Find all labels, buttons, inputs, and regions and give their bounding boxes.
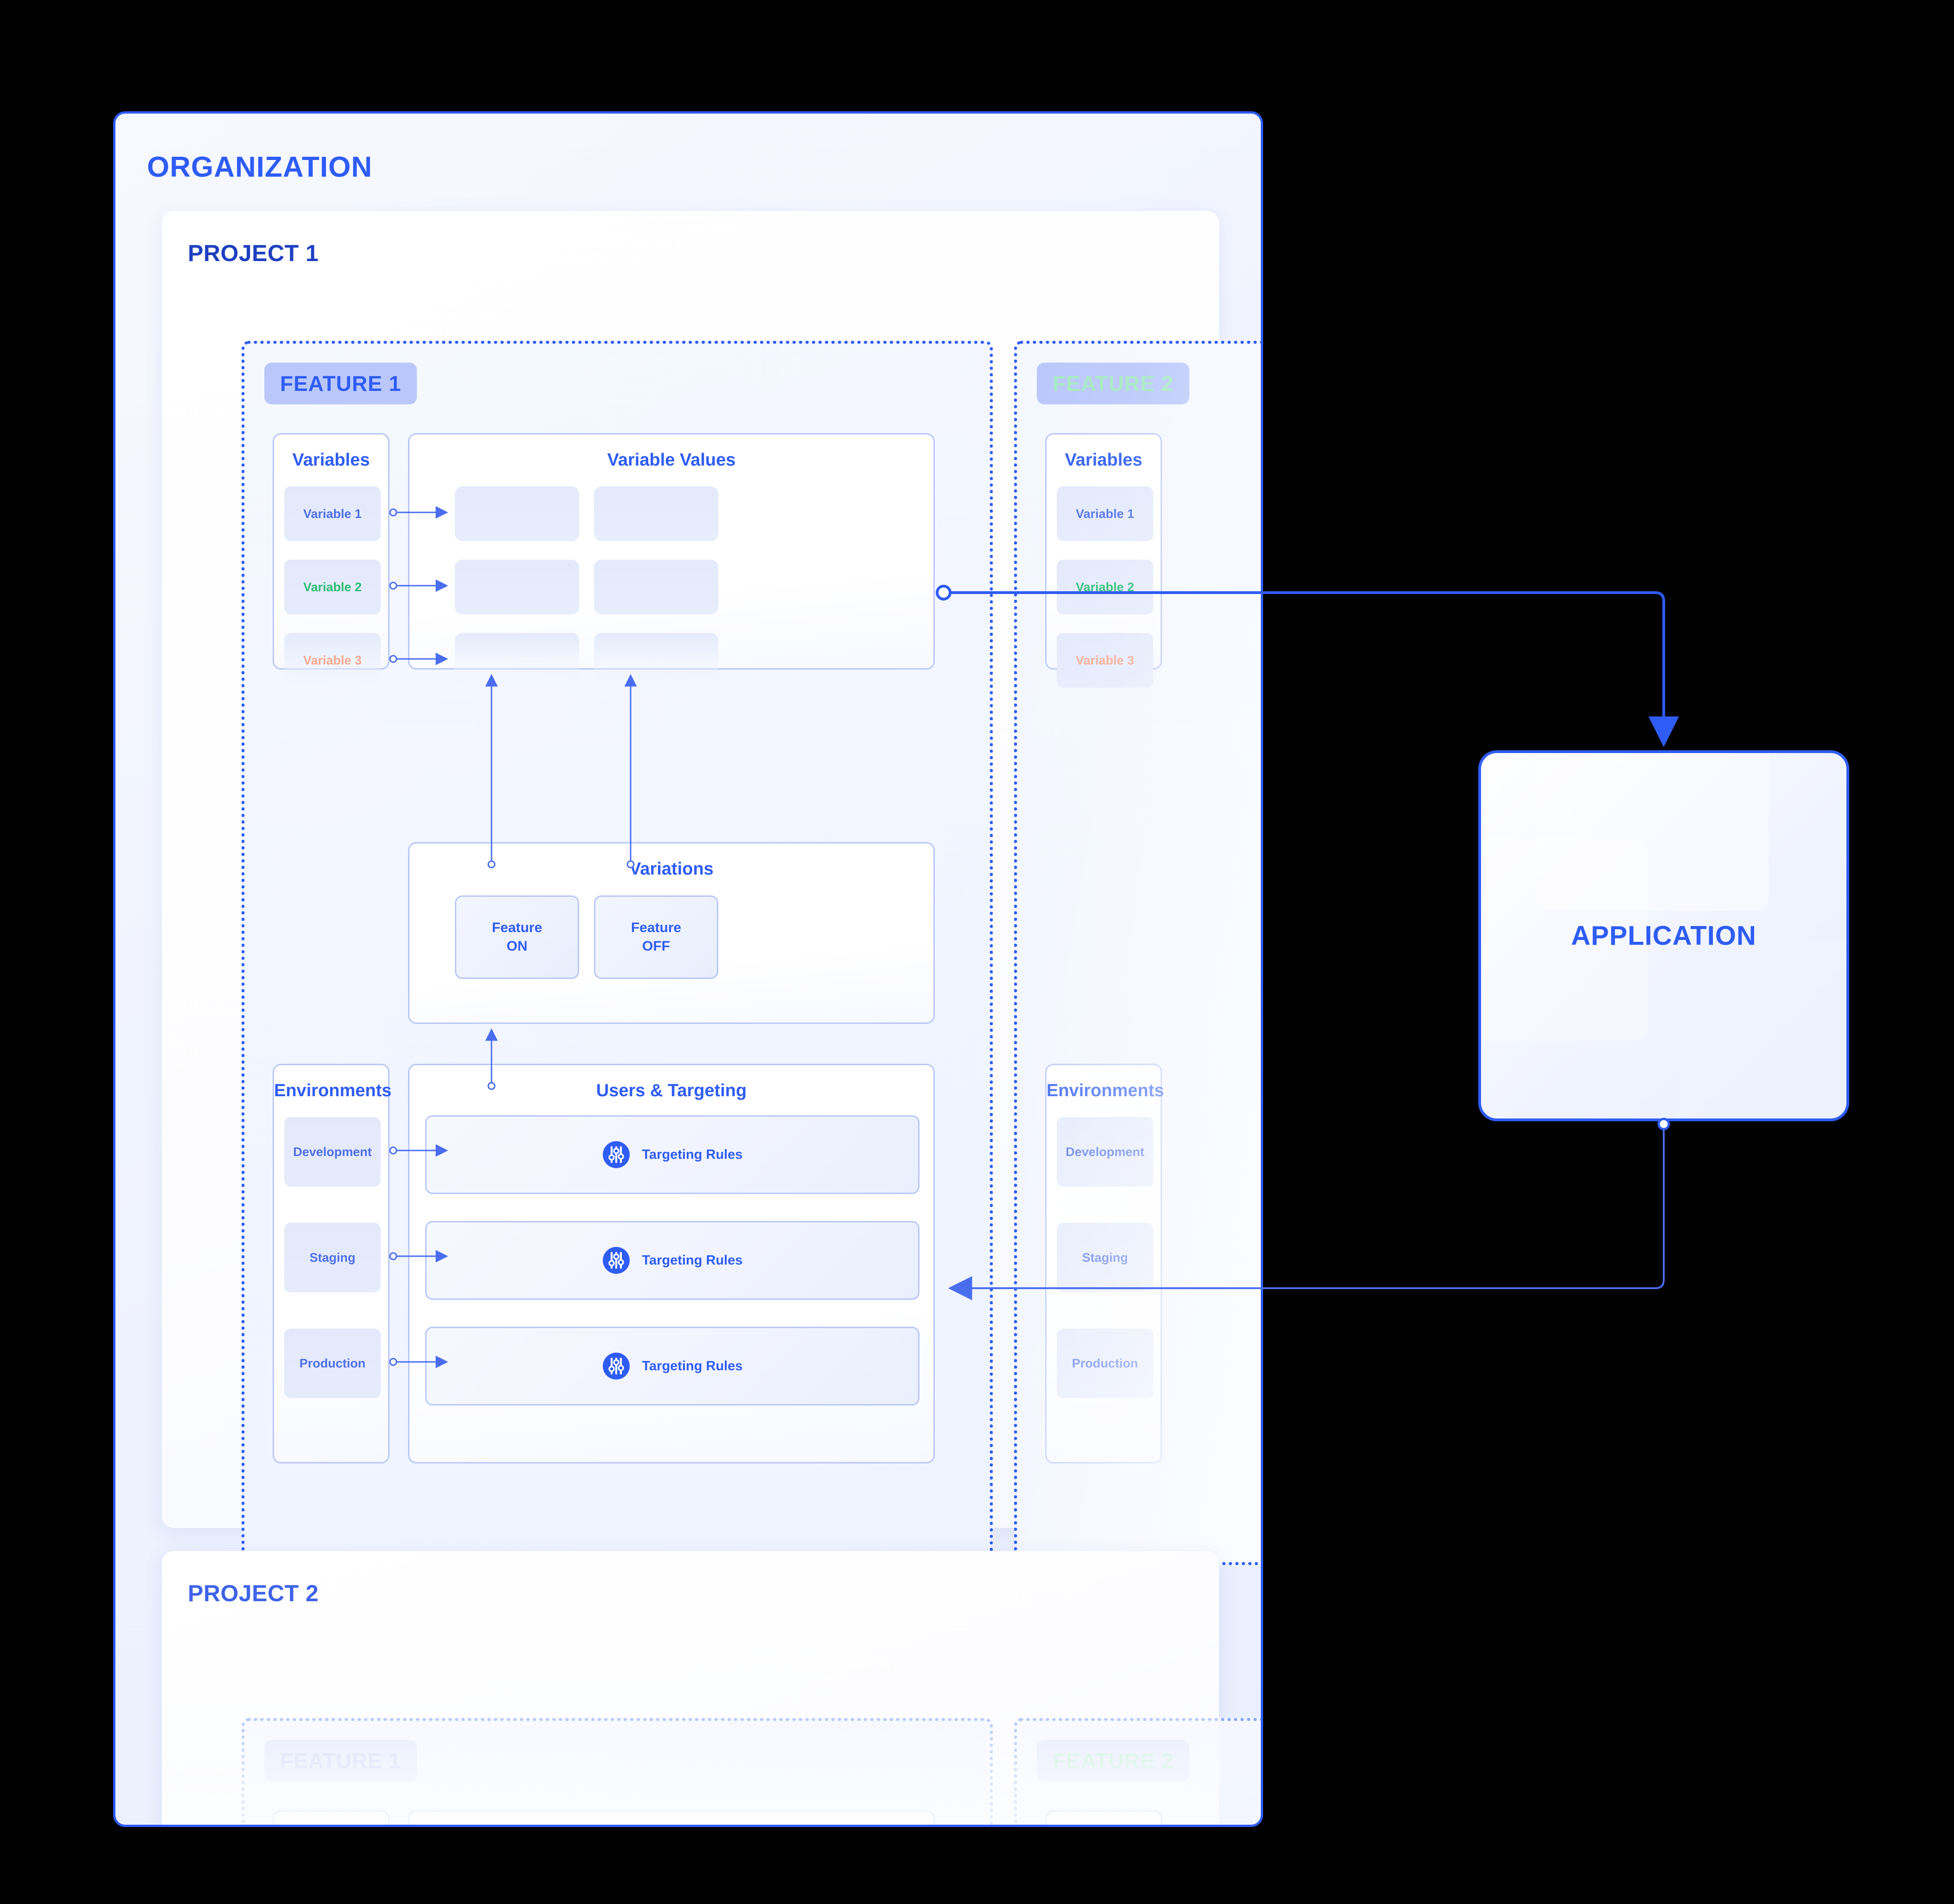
sliders-icon: [602, 1141, 630, 1169]
targeting-rule-label: Targeting Rules: [642, 1147, 743, 1162]
variable-values-panel: Variable Values: [408, 433, 935, 688]
variable-value-cell[interactable]: [455, 560, 579, 614]
project-2-feature-2-container: FEATURE 2: [1014, 1718, 1261, 1825]
project-2-feature-1-container: FEATURE 1: [242, 1718, 993, 1825]
variable-values-title: Variable Values: [607, 450, 736, 470]
feature-2-environments-panel: Environments Development Staging Product…: [1045, 1064, 1164, 1463]
feature-2-variables-panel: Variables Variable 1 Variable 2 Variable…: [1045, 433, 1162, 688]
variation-feature-on[interactable]: Feature ON: [455, 895, 579, 979]
project-2-feature-1-pill[interactable]: FEATURE 1: [264, 1740, 417, 1782]
variation-on-line2: ON: [506, 939, 528, 954]
targeting-rule-row[interactable]: Targeting Rules: [425, 1327, 920, 1406]
variable-3-chip[interactable]: Variable 3: [284, 633, 381, 688]
variation-off-line1: Feature: [631, 920, 682, 936]
targeting-rule-row[interactable]: Targeting Rules: [425, 1221, 920, 1300]
project-2-title: PROJECT 2: [188, 1580, 319, 1606]
feature-2-env-development-chip[interactable]: Development: [1057, 1117, 1153, 1187]
feature-2-env-staging-chip[interactable]: Staging: [1057, 1223, 1153, 1292]
project-2-feature-2-pill[interactable]: FEATURE 2: [1037, 1740, 1190, 1782]
variation-off-line2: OFF: [642, 939, 670, 954]
environments-panel: Environments Development Staging Product…: [273, 1064, 392, 1463]
feature-2-variable-2-chip[interactable]: Variable 2: [1057, 560, 1153, 614]
variable-value-cell[interactable]: [455, 633, 579, 688]
organization-card: ORGANIZATION PROJECT 1 FEATURE 2 Variabl…: [113, 111, 1263, 1827]
variables-panel: Variables Variable 1 Variable 2 Variable…: [273, 433, 390, 688]
project-2-card: PROJECT 2 FEATURE 1 FEATURE 2: [162, 1551, 1261, 1825]
feature-2-env-production-chip[interactable]: Production: [1057, 1329, 1153, 1398]
variable-value-cell[interactable]: [455, 486, 579, 541]
application-decor-shape: [1481, 837, 1648, 1041]
env-development-chip[interactable]: Development: [284, 1117, 381, 1187]
users-targeting-title: Users & Targeting: [596, 1081, 747, 1100]
users-targeting-panel: Users & Targeting: [408, 1064, 935, 1463]
targeting-rule-label: Targeting Rules: [642, 1252, 743, 1268]
variables-title: Variables: [292, 450, 370, 470]
feature-2-environments-title: Environments: [1047, 1081, 1164, 1100]
targeting-rule-label: Targeting Rules: [642, 1358, 743, 1374]
targeting-rule-row[interactable]: Targeting Rules: [425, 1115, 920, 1194]
project-2-f2-variables-panel: [1045, 1810, 1162, 1825]
feature-2-container: FEATURE 2 Variables Variable 1 Variable …: [1014, 341, 1261, 1565]
env-production-chip[interactable]: Production: [284, 1329, 381, 1398]
variation-on-line1: Feature: [492, 920, 543, 936]
feature-1-pill[interactable]: FEATURE 1: [264, 363, 417, 404]
variable-value-cell[interactable]: [594, 560, 718, 614]
feature-2-variable-1-chip[interactable]: Variable 1: [1057, 486, 1153, 541]
application-title: APPLICATION: [1571, 920, 1756, 951]
feature-2-variables-title: Variables: [1065, 450, 1143, 470]
project-2-f1-values-panel: [408, 1810, 935, 1825]
application-decor-shape: [1537, 753, 1769, 911]
feature-1-connectors: [389, 506, 637, 1368]
feature-2-pill[interactable]: FEATURE 2: [1037, 363, 1190, 404]
feature-2-variable-3-chip[interactable]: Variable 3: [1057, 633, 1153, 688]
variable-1-chip[interactable]: Variable 1: [284, 486, 381, 541]
variation-feature-off[interactable]: Feature OFF: [594, 895, 718, 979]
project-1-card: PROJECT 1 FEATURE 2 Variables Variable 1…: [162, 211, 1261, 1565]
variations-title: Variations: [629, 859, 714, 879]
env-staging-chip[interactable]: Staging: [284, 1223, 381, 1292]
variable-value-cell[interactable]: [594, 633, 718, 688]
variable-2-chip[interactable]: Variable 2: [284, 560, 381, 614]
variable-value-cell[interactable]: [594, 486, 718, 541]
organization-title: ORGANIZATION: [147, 151, 373, 183]
sliders-icon: [602, 1246, 630, 1274]
application-card: APPLICATION: [1478, 750, 1849, 1121]
sliders-icon: [602, 1352, 630, 1380]
variations-panel: Variations Feature ON Feature OFF: [408, 842, 935, 1024]
environments-title: Environments: [274, 1081, 392, 1100]
feature-1-container: FEATURE 1 Variables Variable 1 Variable …: [242, 341, 993, 1565]
project-2-f1-variables-panel: [273, 1810, 390, 1825]
project-1-title: PROJECT 1: [188, 240, 319, 266]
application-decor-shape: [1676, 939, 1846, 1118]
